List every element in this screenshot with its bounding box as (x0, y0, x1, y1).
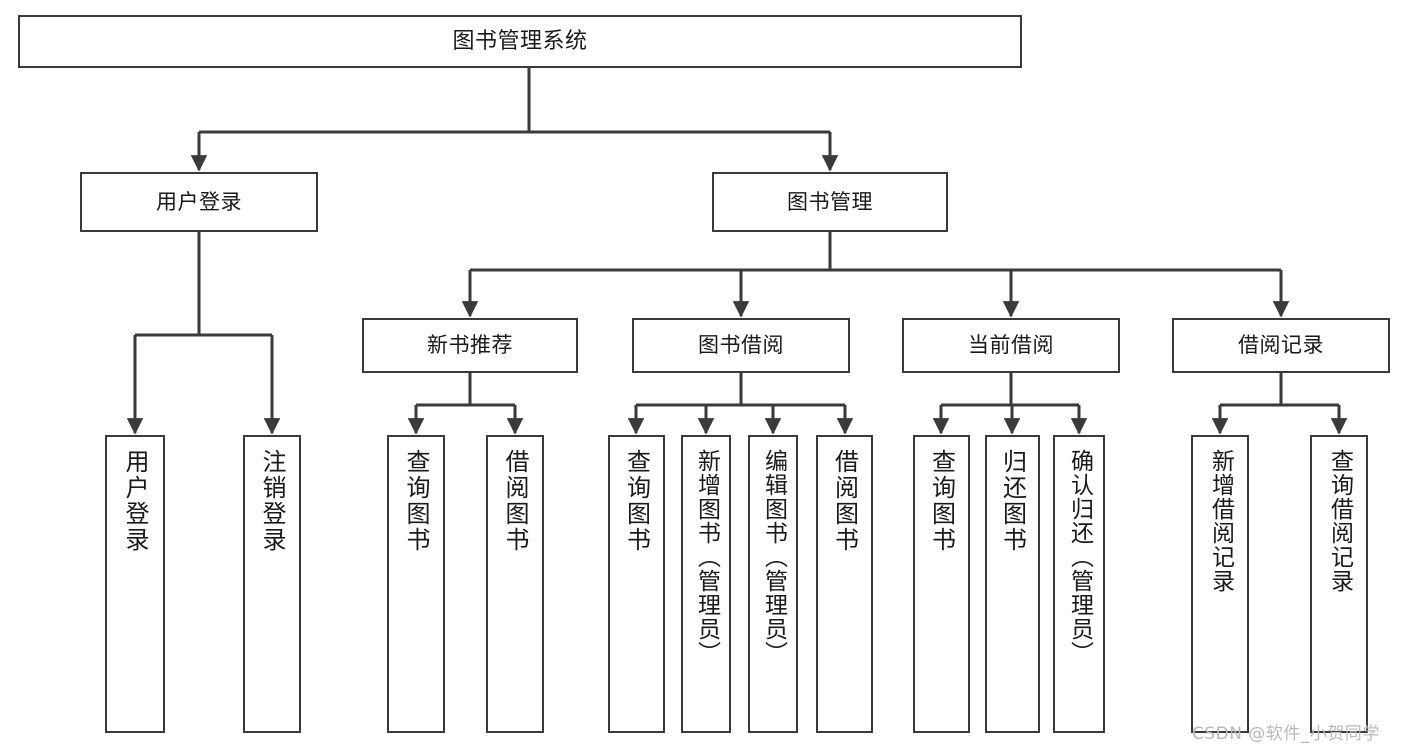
node-leaf-query-book-1-label: 查询图书 (402, 449, 430, 553)
node-leaf-edit-book-label: 编辑图书（管理员） (760, 449, 787, 665)
node-book-manage[interactable]: 图书管理 (712, 172, 948, 232)
node-leaf-user-logout[interactable]: 注销登录 (243, 435, 301, 733)
node-leaf-add-book[interactable]: 新增图书（管理员） (681, 435, 731, 733)
node-leaf-add-book-label: 新增图书（管理员） (693, 449, 720, 665)
node-leaf-query-book-2-label: 查询图书 (622, 449, 651, 553)
node-leaf-user-login[interactable]: 用户登录 (105, 435, 165, 733)
node-leaf-edit-book[interactable]: 编辑图书（管理员） (748, 435, 798, 733)
node-leaf-add-record-label: 新增借阅记录 (1207, 449, 1234, 593)
node-user-login-label: 用户登录 (156, 189, 242, 214)
node-leaf-query-book-3[interactable]: 查询图书 (913, 435, 970, 733)
node-root[interactable]: 图书管理系统 (18, 15, 1022, 68)
node-current-borrow[interactable]: 当前借阅 (902, 318, 1120, 373)
node-leaf-add-record[interactable]: 新增借阅记录 (1191, 435, 1249, 733)
node-leaf-confirm-return-label: 确认归还（管理员） (1066, 449, 1093, 665)
node-leaf-borrow-book-2[interactable]: 借阅图书 (816, 435, 873, 733)
node-leaf-borrow-book-1-label: 借阅图书 (501, 449, 529, 553)
node-leaf-user-login-label: 用户登录 (121, 449, 149, 553)
node-book-borrow[interactable]: 图书借阅 (632, 318, 850, 373)
node-root-label: 图书管理系统 (452, 28, 588, 54)
node-leaf-confirm-return[interactable]: 确认归还（管理员） (1053, 435, 1105, 733)
node-leaf-query-book-1[interactable]: 查询图书 (387, 435, 445, 733)
node-user-login[interactable]: 用户登录 (80, 172, 318, 232)
node-book-borrow-label: 图书借阅 (698, 333, 784, 358)
node-leaf-borrow-book-2-label: 借阅图书 (830, 449, 859, 553)
node-leaf-return-book[interactable]: 归还图书 (985, 435, 1040, 733)
node-leaf-query-book-2[interactable]: 查询图书 (608, 435, 665, 733)
node-book-manage-label: 图书管理 (787, 189, 873, 214)
node-borrow-record-label: 借阅记录 (1238, 333, 1324, 358)
node-leaf-query-record-label: 查询借阅记录 (1326, 449, 1353, 593)
node-new-book-rec[interactable]: 新书推荐 (362, 318, 578, 373)
node-current-borrow-label: 当前借阅 (968, 333, 1054, 358)
node-leaf-borrow-book-1[interactable]: 借阅图书 (486, 435, 544, 733)
node-leaf-query-book-3-label: 查询图书 (927, 449, 956, 553)
node-new-book-rec-label: 新书推荐 (427, 333, 513, 358)
watermark: CSDN @软件_小贺同学 (1192, 724, 1380, 744)
node-leaf-return-book-label: 归还图书 (998, 449, 1027, 553)
node-leaf-user-logout-label: 注销登录 (258, 449, 286, 553)
node-borrow-record[interactable]: 借阅记录 (1172, 318, 1390, 373)
node-leaf-query-record[interactable]: 查询借阅记录 (1310, 435, 1368, 733)
